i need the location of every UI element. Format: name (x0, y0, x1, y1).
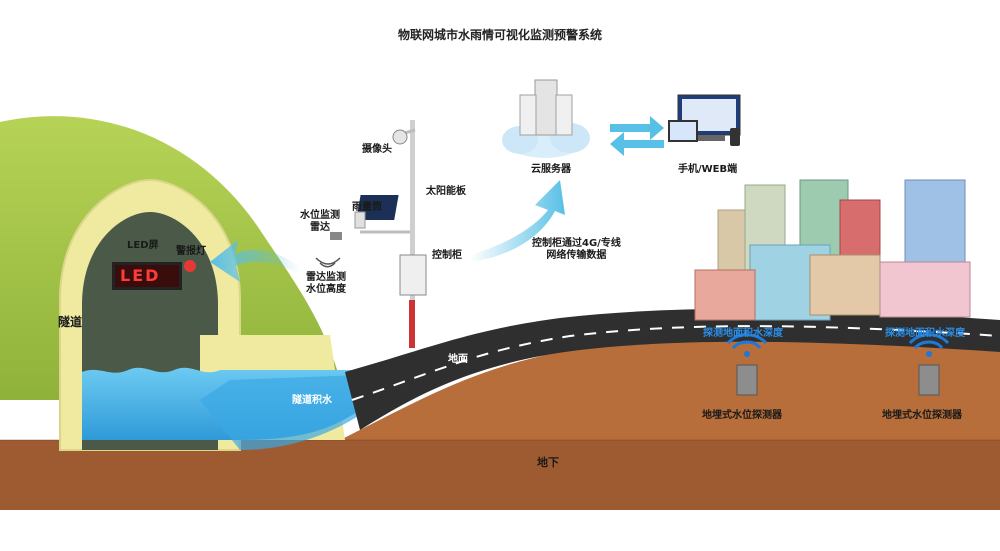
alarm-light-icon (184, 260, 196, 272)
road (345, 308, 1000, 430)
alarm-light-label: 警报灯 (176, 246, 206, 257)
client-devices (668, 94, 741, 146)
detect-depth-label-1: 探测地面积水深度 (703, 328, 783, 339)
camera-label: 摄像头 (362, 144, 392, 155)
arrow-to-led (210, 240, 300, 282)
tunnel-label: 隧道 (58, 315, 83, 329)
tunnel-water-label: 隧道积水 (292, 395, 332, 406)
ground-surface-label: 地面 (448, 354, 468, 365)
solar-panel-label: 太阳能板 (426, 186, 466, 197)
sync-arrows (610, 116, 664, 156)
page-title: 物联网城市水雨情可视化监测预警系统 (397, 28, 602, 42)
arrow-to-cloud (470, 180, 565, 262)
rain-gauge-label: 雨量筒 (352, 202, 382, 213)
tunnel-water (82, 367, 360, 450)
detector-label-1: 地埋式水位探测器 (702, 410, 782, 421)
control-cabinet-label: 控制柜 (432, 250, 462, 261)
water-level-radar-label: 水位监测 雷达 (300, 210, 340, 233)
led-screen-graphic (112, 262, 182, 290)
water-level-detector (736, 364, 758, 396)
client-label: 手机/WEB端 (678, 164, 738, 175)
cloud-server-label: 云服务器 (531, 164, 571, 175)
radar-wave-icon (315, 257, 341, 268)
wifi-icon (908, 333, 950, 357)
cloud-server-graphic (502, 79, 590, 158)
monitoring-pole (330, 120, 427, 348)
radar-water-level-label: 雷达监测 水位高度 (306, 272, 346, 295)
cabinet-transfer-label: 控制柜通过4G/专线 网络传输数据 (532, 238, 621, 261)
water-level-detector (918, 364, 940, 396)
underground-label: 地下 (537, 456, 559, 469)
detect-depth-label-2: 探测地面积水深度 (885, 328, 965, 339)
city-buildings (694, 179, 971, 321)
detector-label-2: 地埋式水位探测器 (882, 410, 962, 421)
led-text: LED (120, 266, 161, 285)
wifi-icon (726, 333, 768, 357)
led-screen-label: LED屏 (127, 240, 159, 251)
